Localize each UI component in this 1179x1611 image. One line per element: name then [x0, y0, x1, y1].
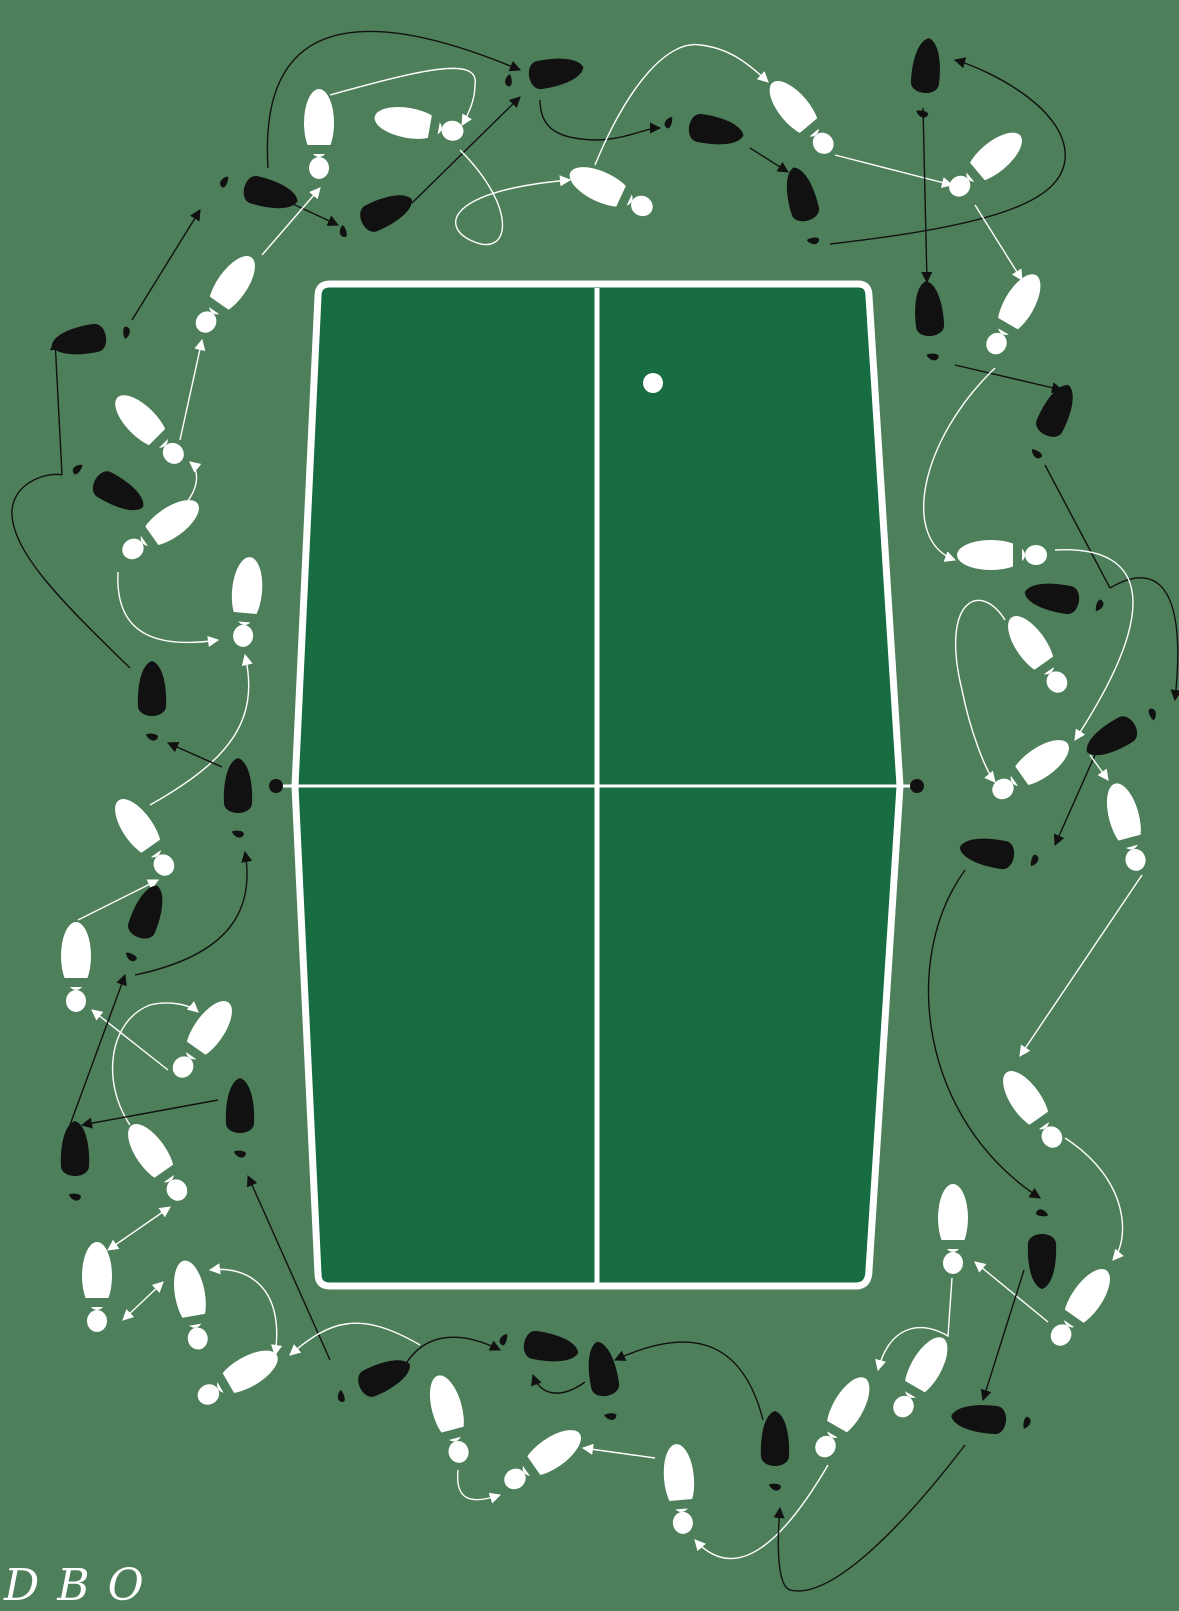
ping-pong-table — [269, 284, 924, 1286]
net-post-left — [269, 779, 283, 793]
ball — [643, 373, 663, 393]
caption-text: D B O — [4, 1560, 146, 1611]
net-post-right — [910, 779, 924, 793]
